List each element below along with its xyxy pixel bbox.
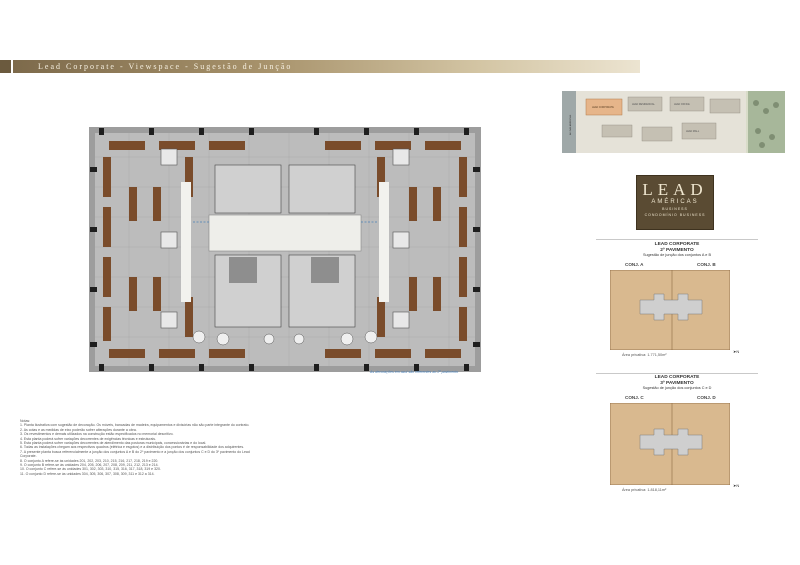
- floor-plan: [89, 127, 481, 372]
- note-line: 1. Planta ilustrativa com sugestão de de…: [20, 423, 250, 428]
- logo-tagline: CONDOMÍNIO BUSINESS: [644, 213, 706, 217]
- block2-plan: [610, 403, 730, 485]
- block2-floor: 3º PAVIMENTO: [660, 380, 694, 386]
- conj-a-label: CONJ. A: [625, 262, 644, 267]
- note-line: 6. Todas as instalações chegam aos respe…: [20, 445, 245, 450]
- notes-heading: Notas:: [20, 419, 31, 423]
- logo-wordmark: LEAD: [642, 180, 708, 199]
- title-banner: [13, 60, 640, 73]
- conj-c-label: CONJ. C: [625, 395, 644, 400]
- logo-americas: AMÉRICAS: [651, 199, 699, 205]
- meeting-rooms: [160, 148, 410, 329]
- note-line: 2. As cotas e as medidas de eixo poderão…: [20, 427, 137, 432]
- site-map-road: [562, 91, 576, 153]
- block2-title: LEAD CORPORATE: [654, 375, 700, 380]
- note-line: 8. O conjunto A refere-se às unidades 20…: [20, 458, 159, 463]
- central-corridor: [208, 214, 362, 252]
- site-map: LEAD CORPORATE LEAD RESIDENCIAL LEAD OFF…: [562, 91, 785, 153]
- block2-core: [639, 428, 703, 456]
- logo-business: BUSINESS: [662, 207, 688, 211]
- workstations-left: [103, 157, 193, 341]
- note-line: 11. O conjunto D refere-se às unidades 3…: [20, 471, 155, 476]
- workstations-right: [377, 157, 467, 341]
- divider: [596, 373, 758, 374]
- block2-subtitle: Sugestão de junção dos conjuntos C e D: [642, 386, 712, 391]
- conj-d-label: CONJ. D: [697, 395, 716, 400]
- elevators: [229, 257, 339, 283]
- block1-floor: 2º PAVIMENTO: [660, 247, 694, 253]
- site-map-label: AV. DAS AMÉRICAS: [569, 114, 572, 135]
- conj-b-label: CONJ. B: [697, 262, 716, 267]
- block1-heading: LEAD CORPORATE 2º PAVIMENTO Sugestão de …: [596, 242, 758, 259]
- note-line: 10. O conjunto C refere-se às unidades 3…: [20, 467, 161, 472]
- block1-title: LEAD CORPORATE: [654, 242, 700, 247]
- workstations-top: [109, 141, 461, 358]
- right-hall: [379, 182, 389, 302]
- banner-marker: [0, 60, 11, 73]
- structural-columns: [90, 128, 480, 371]
- site-map-trees: [753, 100, 779, 148]
- north-arrow-icon: ➤N: [733, 349, 740, 354]
- block1-area: Área privativa: 1.771,50m²: [622, 353, 667, 357]
- round-tables: [192, 330, 378, 346]
- note-line: 4. Esta planta poderá sofrer variações d…: [20, 436, 156, 441]
- site-map-label: LEAD OFFICE: [674, 103, 690, 106]
- note-line: 3. Os revestimentos e demais utilizados …: [20, 432, 174, 437]
- note-line: 5. Esta planta poderá sofrer variações d…: [20, 441, 207, 446]
- notes-block: Notas: 1. Planta ilustrativa com sugestã…: [20, 419, 250, 476]
- left-hall: [181, 182, 191, 302]
- block1-plan: [610, 270, 730, 350]
- note-line: 7. A presente planta busca referencialme…: [20, 449, 250, 459]
- block1-core: [639, 293, 703, 321]
- lead-americas-logo: LEAD AMÉRICAS BUSINESS CONDOMÍNIO BUSINE…: [636, 175, 714, 230]
- floor-plan-caption: As decorações em azul são referentes ao …: [370, 370, 459, 374]
- site-map-label: LEAD RESIDENCIAL: [632, 103, 656, 106]
- block2-area: Área privativa: 1.818,11m²: [622, 488, 667, 492]
- north-label: N: [736, 349, 740, 354]
- block2-heading: LEAD CORPORATE 3º PAVIMENTO Sugestão de …: [596, 375, 758, 392]
- site-map-label: LEAD MALL: [686, 130, 700, 133]
- divider: [596, 239, 758, 240]
- block1-subtitle: Sugestão de junção dos conjuntos A e B: [643, 253, 711, 258]
- site-map-lead-corporate: [585, 98, 623, 116]
- site-map-buildings: [601, 96, 741, 142]
- site-map-label: LEAD CORPORATE: [592, 106, 614, 109]
- site-map-park: [748, 91, 785, 153]
- north-label: N: [736, 483, 740, 488]
- north-arrow-icon: ➤N: [733, 483, 740, 488]
- note-line: 9. O conjunto B refere-se às unidades 20…: [20, 463, 159, 468]
- page-title: Lead Corporate - Viewspace - Sugestão de…: [38, 62, 293, 71]
